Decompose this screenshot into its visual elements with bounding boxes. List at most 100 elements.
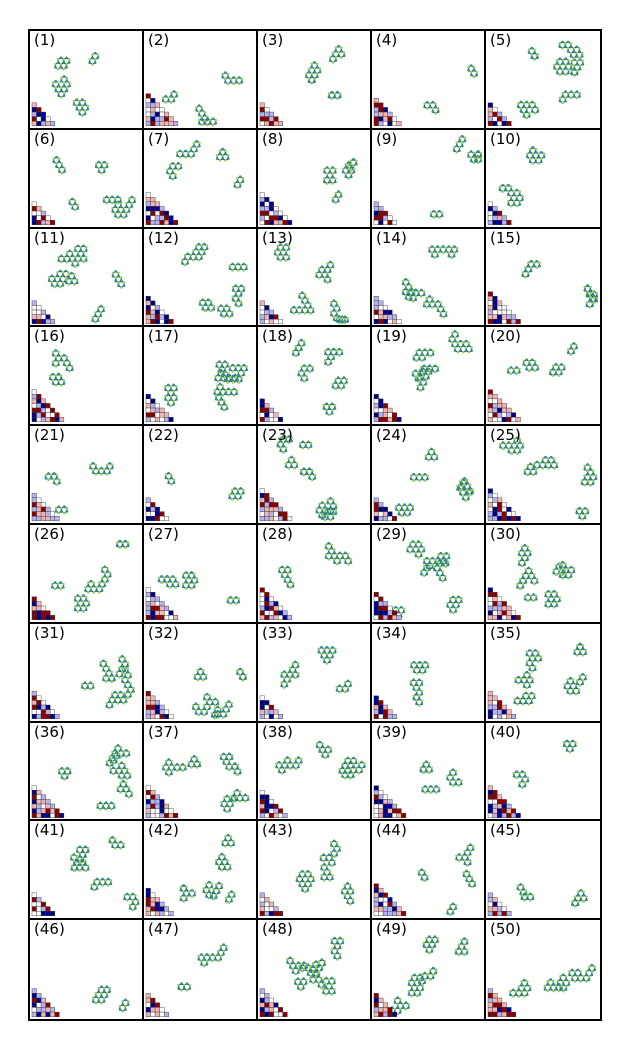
molecule-node: [528, 145, 537, 155]
panel-35: (35): [486, 623, 600, 723]
molecule-node: [414, 540, 423, 550]
molecule-node: [499, 441, 508, 451]
molecule-plot: [487, 342, 578, 423]
matrix-triangle: [373, 497, 397, 522]
panel-12: (12): [144, 228, 258, 328]
panel-label: (50): [490, 920, 521, 939]
panel-15: (15): [486, 228, 600, 328]
molecule-node: [318, 744, 327, 754]
molecule-node: [576, 642, 585, 652]
panel-41: (41): [30, 821, 144, 921]
panel-39: (39): [372, 722, 486, 822]
matrix-triangle: [145, 785, 179, 818]
molecule-node: [190, 575, 199, 585]
molecule-node: [343, 882, 352, 892]
matrix-triangle: [259, 192, 293, 225]
molecule-node: [178, 762, 187, 772]
molecule-node: [547, 594, 556, 604]
matrix-triangle: [373, 993, 397, 1018]
panel-label: (11): [34, 228, 65, 247]
molecule-node: [174, 161, 183, 171]
molecule-plot: [259, 44, 346, 127]
panel-label: (16): [34, 327, 65, 346]
molecule-plot: [259, 839, 355, 917]
molecule-node: [549, 983, 558, 993]
molecule-plot: [145, 667, 247, 720]
panel-30: (30): [486, 525, 600, 624]
molecule-node: [198, 297, 207, 307]
matrix-triangle: [259, 102, 283, 127]
molecule-node: [114, 274, 123, 284]
molecule-node: [291, 660, 300, 670]
panel-label: (36): [34, 722, 65, 741]
molecule-node: [438, 573, 447, 583]
matrix-triangle: [145, 295, 174, 324]
molecule-node: [324, 357, 333, 367]
panel-2: (2): [144, 31, 258, 130]
matrix-triangle: [259, 488, 293, 522]
molecule-node: [420, 873, 429, 883]
molecule-plot: [487, 145, 546, 225]
molecule-plot: [259, 541, 353, 621]
panel-label: (30): [490, 525, 521, 543]
panel-17: (17): [144, 327, 258, 427]
molecule-plot: [373, 64, 479, 127]
molecule-node: [327, 90, 336, 100]
molecule-plot: [145, 752, 250, 818]
matrix-triangle: [259, 300, 283, 324]
molecule-node: [419, 764, 428, 774]
molecule-node: [330, 849, 339, 859]
molecule-node: [463, 482, 472, 492]
molecule-node: [286, 580, 295, 590]
molecule-node: [223, 794, 232, 804]
molecule-plot: [487, 436, 598, 522]
molecule-node: [99, 659, 108, 669]
panel-label: (20): [490, 327, 521, 346]
molecule-node: [305, 364, 314, 374]
molecule-plot: [373, 244, 459, 324]
molecule-node: [202, 692, 212, 702]
molecule-node: [306, 875, 315, 885]
panel-label: (42): [148, 821, 179, 840]
molecule-node: [193, 672, 202, 682]
matrix-triangle: [31, 785, 65, 818]
panel-14: (14): [372, 228, 486, 328]
matrix-triangle: [145, 993, 169, 1018]
panel-36: (36): [30, 722, 144, 822]
panel-label: (49): [376, 920, 407, 939]
molecule-node: [439, 309, 448, 319]
molecule-node: [296, 982, 305, 992]
molecule-plot: [145, 943, 228, 1018]
molecule-node: [311, 970, 320, 980]
molecule-plot: [373, 843, 477, 917]
molecule-node: [221, 71, 230, 81]
panel-label: (7): [148, 129, 170, 148]
panel-44: (44): [372, 821, 486, 921]
molecule-node: [418, 353, 427, 363]
molecule-node: [310, 61, 319, 71]
panel-label: (31): [34, 623, 65, 642]
panel-32: (32): [144, 623, 258, 723]
matrix-triangle: [31, 988, 60, 1018]
molecule-node: [532, 460, 542, 470]
molecule-node: [339, 376, 348, 386]
molecule-node: [81, 845, 90, 855]
panel-label: (18): [262, 327, 293, 346]
panel-label: (39): [376, 722, 407, 741]
molecule-node: [119, 779, 128, 789]
panel-8: (8): [258, 129, 372, 229]
molecule-node: [357, 760, 366, 770]
molecule-node: [344, 160, 353, 170]
molecule-plot: [259, 242, 350, 324]
panel-25: (25): [486, 426, 600, 525]
molecule-node: [80, 681, 89, 691]
panel-label: (13): [262, 228, 293, 247]
molecule-node: [412, 692, 421, 702]
panel-38: (38): [258, 722, 372, 822]
molecule-node: [290, 460, 299, 470]
molecule-node: [325, 873, 334, 883]
molecule-plot: [31, 743, 133, 818]
matrix-triangle: [31, 300, 55, 324]
panel-label: (38): [262, 722, 293, 741]
molecule-plot: [31, 462, 114, 522]
